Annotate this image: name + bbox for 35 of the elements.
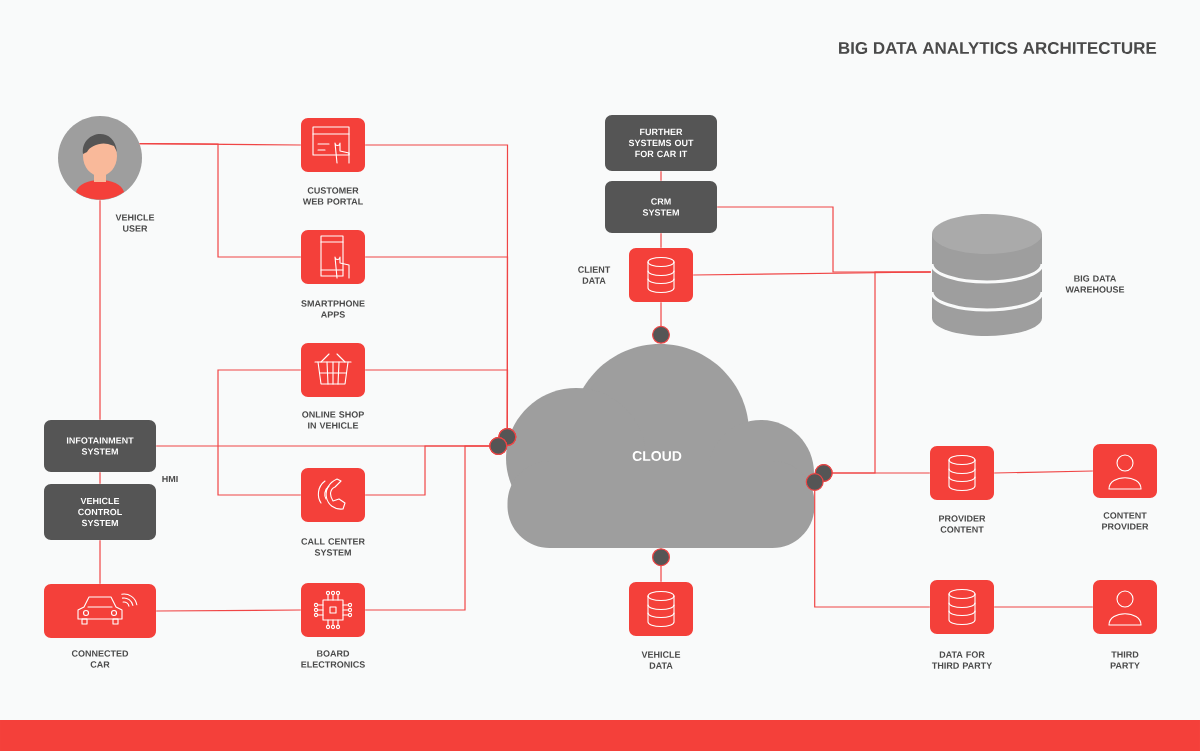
connector-line xyxy=(660,170,662,182)
node-label: CONNECTED CAR xyxy=(71,650,129,668)
system-box: FURTHER SYSTEMS OUT FOR CAR IT xyxy=(605,115,717,171)
connector-line xyxy=(364,437,508,611)
node-label: ONLINE SHOP IN VEHICLE xyxy=(302,411,364,429)
node-label: CUSTOMER WEB PORTAL xyxy=(302,187,363,205)
connector-line xyxy=(993,606,1094,608)
connector-line xyxy=(99,199,101,421)
node-label: DATA FOR THIRD PARTY xyxy=(931,651,993,669)
connector-line xyxy=(993,470,1094,474)
system-box: CRM SYSTEM xyxy=(605,181,717,233)
connector-line xyxy=(155,609,302,612)
connector-line xyxy=(652,301,670,344)
node-label: BIG DATA WAREHOUSE xyxy=(1065,275,1125,293)
node-label: PROVIDER CONTENT xyxy=(939,515,986,533)
node-label: VEHICLE USER xyxy=(115,214,155,232)
connector-line xyxy=(99,471,101,485)
connector-line xyxy=(217,369,302,496)
title: BIG DATA ANALYTICS ARCHITECTURE xyxy=(839,42,1157,54)
signal-label: HMI xyxy=(162,475,178,483)
node-label: VEHICLE DATA xyxy=(641,651,681,669)
connector-line xyxy=(364,369,517,446)
node-label: CONTENT PROVIDER xyxy=(1102,512,1149,530)
node-label: BOARD ELECTRONICS xyxy=(301,650,365,668)
node-label: CALL CENTER SYSTEM xyxy=(301,538,365,556)
connector-line xyxy=(139,142,302,258)
system-box: VEHICLE CONTROL SYSTEM xyxy=(44,484,156,540)
connector-line xyxy=(805,473,931,608)
connector-line xyxy=(660,232,662,249)
connector-line xyxy=(652,548,670,583)
node-label: SMARTPHONE APPS xyxy=(301,300,365,318)
system-box: INFOTAINMENT SYSTEM xyxy=(44,420,156,472)
node-label: CLIENT DATA xyxy=(578,266,611,284)
node-label: THIRD PARTY xyxy=(1110,651,1140,669)
connector-line xyxy=(99,539,101,585)
